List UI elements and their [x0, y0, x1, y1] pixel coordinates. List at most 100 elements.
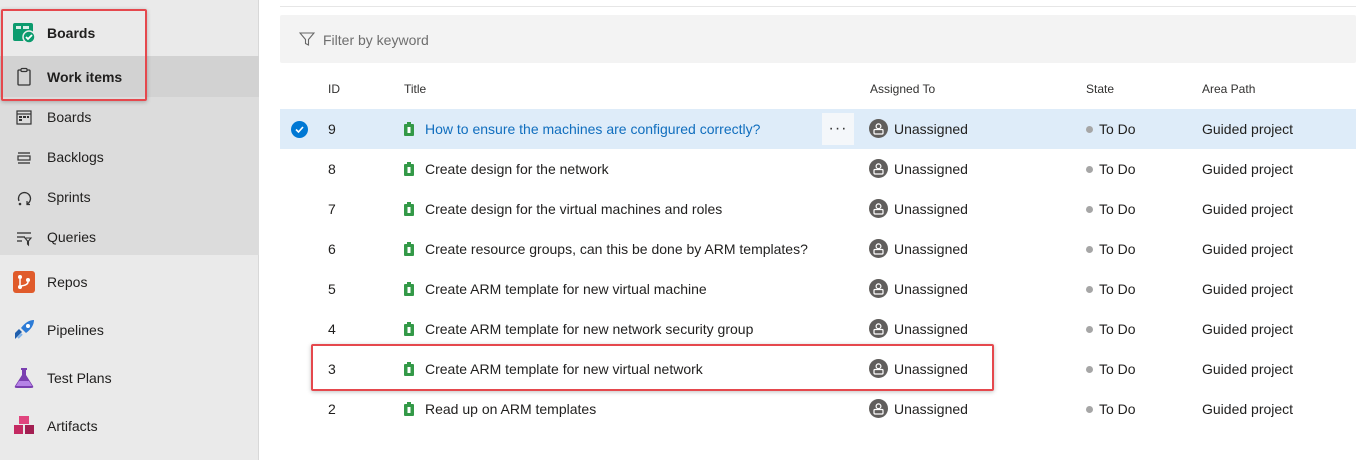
cell-assigned-to: Unassigned: [894, 401, 968, 417]
sidebar-item-boards-label: Boards: [47, 109, 92, 125]
state-dot-icon: [1086, 126, 1093, 133]
sidebar-item-boards[interactable]: Boards: [0, 98, 259, 137]
nav-pipelines[interactable]: Pipelines: [0, 310, 259, 350]
sidebar-item-backlogs[interactable]: Backlogs: [0, 138, 259, 177]
column-header-id[interactable]: ID: [328, 82, 340, 96]
task-work-item-icon: [404, 122, 414, 136]
sidebar-item-sprints[interactable]: Sprints: [0, 178, 259, 217]
cell-state: To Do: [1099, 361, 1136, 377]
cell-title-link[interactable]: Read up on ARM templates: [425, 401, 597, 417]
column-header-area-path[interactable]: Area Path: [1202, 82, 1256, 96]
nav-test-plans-label: Test Plans: [47, 370, 112, 386]
unassigned-avatar-icon: [869, 239, 888, 258]
backlog-icon: [14, 148, 34, 168]
sidebar-item-queries-label: Queries: [47, 229, 97, 245]
column-header-state[interactable]: State: [1086, 82, 1115, 96]
cell-assigned-to: Unassigned: [894, 121, 968, 137]
state-dot-icon: [1086, 286, 1093, 293]
more-actions-button[interactable]: ···: [822, 113, 854, 145]
nav-pipelines-label: Pipelines: [47, 322, 104, 338]
table-row[interactable]: 8 Create design for the network Unassigned…: [280, 149, 1356, 189]
query-icon: [14, 228, 34, 248]
table-row[interactable]: 5 Create ARM template for new virtual mac…: [280, 269, 1356, 309]
filter-bar[interactable]: Filter by keyword: [280, 15, 1356, 63]
cell-title-link[interactable]: Create ARM template for new network secu…: [425, 321, 754, 337]
cell-state: To Do: [1099, 201, 1136, 217]
left-navigation: Boards Work items Boards: [0, 0, 259, 460]
table-row[interactable]: 3 Create ARM template for new virtual net…: [280, 349, 1356, 389]
task-work-item-icon: [404, 202, 414, 216]
sidebar-item-sprints-label: Sprints: [47, 189, 91, 205]
cell-assigned-to: Unassigned: [894, 201, 968, 217]
nav-artifacts[interactable]: Artifacts: [0, 406, 259, 446]
divider: [280, 6, 1356, 7]
cell-state: To Do: [1099, 241, 1136, 257]
row-selected-check-icon[interactable]: [291, 121, 308, 138]
nav-test-plans[interactable]: Test Plans: [0, 358, 259, 398]
state-dot-icon: [1086, 366, 1093, 373]
cell-title-link[interactable]: Create ARM template for new virtual mach…: [425, 281, 707, 297]
cell-title-link[interactable]: Create ARM template for new virtual netw…: [425, 361, 703, 377]
task-work-item-icon: [404, 402, 414, 416]
cell-assigned-to: Unassigned: [894, 241, 968, 257]
nav-repos-label: Repos: [47, 274, 88, 290]
cell-title-link[interactable]: Create resource groups, can this be done…: [425, 241, 808, 257]
state-dot-icon: [1086, 406, 1093, 413]
nav-work-items[interactable]: Work items: [0, 56, 259, 97]
filter-input[interactable]: Filter by keyword: [323, 32, 429, 48]
cell-assigned-to: Unassigned: [894, 281, 968, 297]
column-header-title[interactable]: Title: [404, 82, 427, 96]
table-row[interactable]: 6 Create resource groups, can this be don…: [280, 229, 1356, 269]
state-dot-icon: [1086, 206, 1093, 213]
cell-area-path: Guided project: [1202, 241, 1294, 257]
cell-area-path: Guided project: [1202, 201, 1294, 217]
column-header-assigned-to[interactable]: Assigned To: [870, 82, 936, 96]
table-row[interactable]: 4 Create ARM template for new network sec…: [280, 309, 1356, 349]
cell-title-link[interactable]: How to ensure the machines are configure…: [425, 121, 761, 137]
cell-title-link[interactable]: Create design for the virtual machines a…: [425, 201, 723, 217]
sprint-icon: [14, 188, 34, 208]
cell-assigned-to: Unassigned: [894, 321, 968, 337]
sidebar-item-queries[interactable]: Queries: [0, 218, 259, 257]
unassigned-avatar-icon: [869, 119, 888, 138]
nav-boards-hub[interactable]: Boards: [0, 12, 259, 54]
cell-state: To Do: [1099, 321, 1136, 337]
cell-area-path: Guided project: [1202, 281, 1294, 297]
cell-id: 4: [328, 321, 336, 337]
nav-boards-hub-label: Boards: [47, 25, 96, 41]
work-items-icon: [12, 65, 36, 89]
cell-title-link[interactable]: Create design for the network: [425, 161, 609, 177]
artifacts-icon: [12, 414, 36, 438]
cell-area-path: Guided project: [1202, 161, 1294, 177]
unassigned-avatar-icon: [869, 359, 888, 378]
cell-state: To Do: [1099, 401, 1136, 417]
cell-id: 6: [328, 241, 336, 257]
cell-assigned-to: Unassigned: [894, 361, 968, 377]
task-work-item-icon: [404, 282, 414, 296]
cell-assigned-to: Unassigned: [894, 161, 968, 177]
state-dot-icon: [1086, 326, 1093, 333]
cell-state: To Do: [1099, 281, 1136, 297]
sidebar-item-backlogs-label: Backlogs: [47, 149, 104, 165]
task-work-item-icon: [404, 162, 414, 176]
unassigned-avatar-icon: [869, 319, 888, 338]
task-work-item-icon: [404, 362, 414, 376]
task-work-item-icon: [404, 322, 414, 336]
unassigned-avatar-icon: [869, 199, 888, 218]
nav-repos[interactable]: Repos: [0, 262, 259, 302]
boards-hub-icon: [12, 21, 36, 45]
cell-id: 8: [328, 161, 336, 177]
cell-state: To Do: [1099, 121, 1136, 137]
unassigned-avatar-icon: [869, 399, 888, 418]
nav-work-items-label: Work items: [47, 69, 123, 85]
filter-icon: [298, 31, 316, 47]
state-dot-icon: [1086, 246, 1093, 253]
cell-state: To Do: [1099, 161, 1136, 177]
pipelines-icon: [12, 318, 36, 342]
cell-id: 5: [328, 281, 336, 297]
cell-id: 3: [328, 361, 336, 377]
cell-area-path: Guided project: [1202, 121, 1294, 137]
